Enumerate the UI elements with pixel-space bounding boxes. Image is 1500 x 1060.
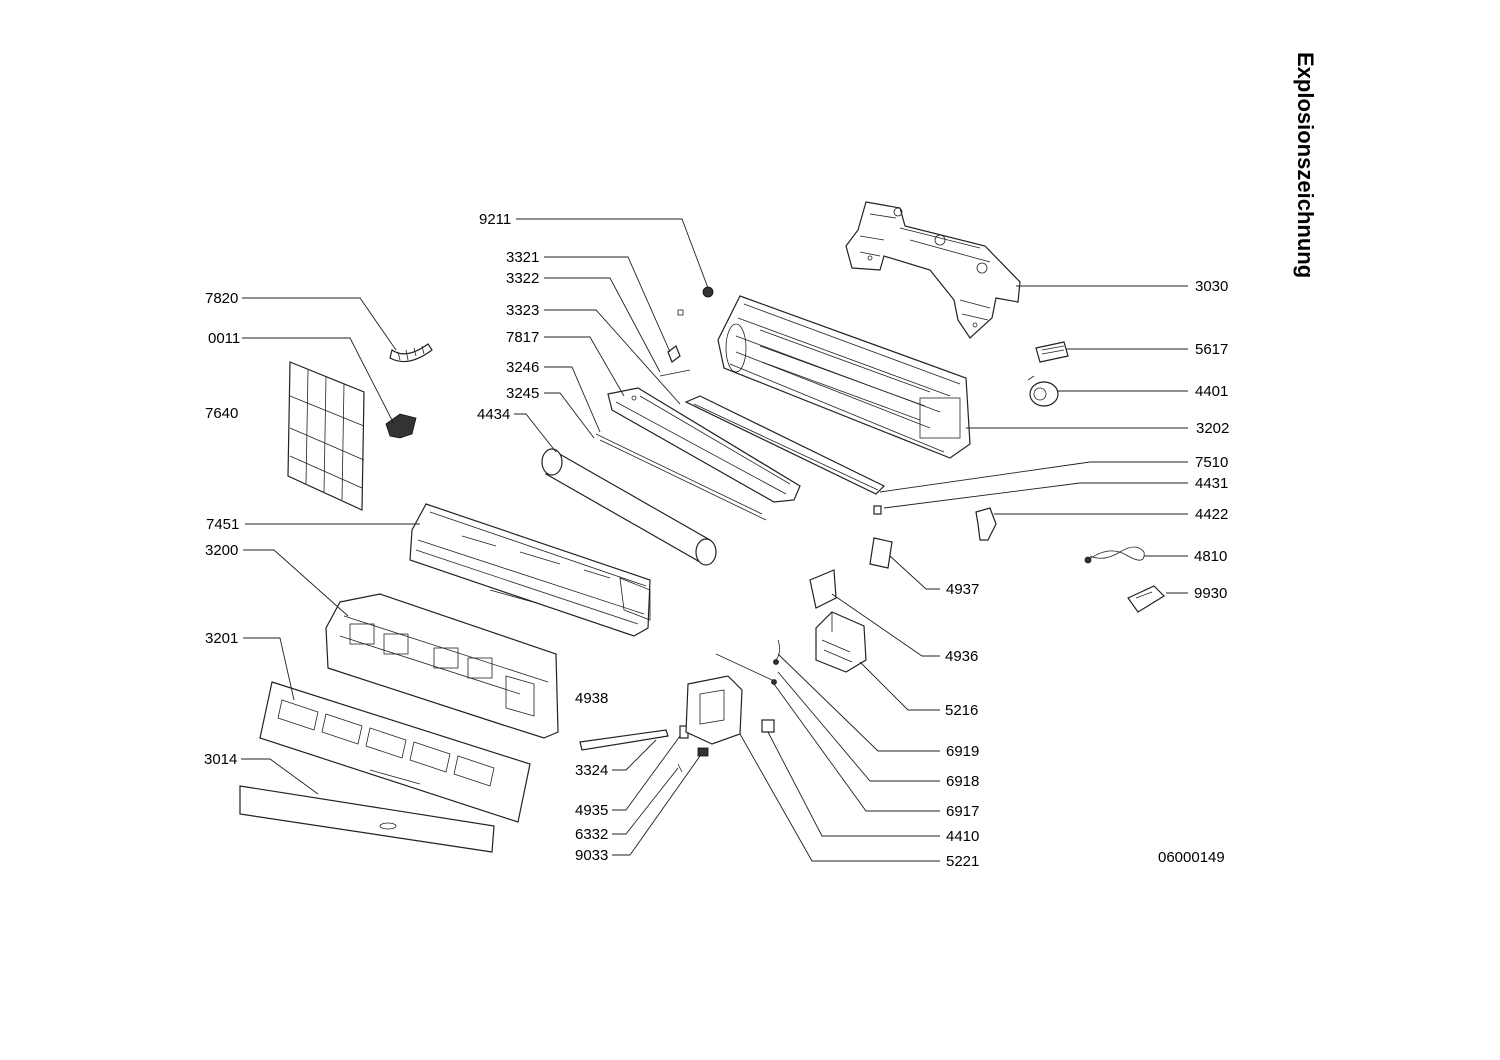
label-4401: 4401 xyxy=(1195,383,1228,400)
label-4938: 4938 xyxy=(575,690,608,707)
label-9033: 9033 xyxy=(575,847,608,864)
label-7451: 7451 xyxy=(206,516,239,533)
part-4410-block xyxy=(761,719,775,733)
label-4936: 4936 xyxy=(945,648,978,665)
label-4422: 4422 xyxy=(1195,506,1228,523)
label-9930: 9930 xyxy=(1194,585,1227,602)
leader-lines xyxy=(241,218,1188,862)
label-4431: 4431 xyxy=(1195,475,1228,492)
part-7817-drain-pan xyxy=(607,387,801,503)
label-0011: 0011 xyxy=(208,330,240,347)
part-3200-front-frame xyxy=(325,593,559,739)
label-5221: 5221 xyxy=(946,853,979,870)
part-3321-clip xyxy=(659,345,691,377)
label-3323: 3323 xyxy=(506,302,539,319)
label-9211: 9211 xyxy=(479,211,511,228)
label-6917: 6917 xyxy=(946,803,979,820)
part-6919-sensor xyxy=(773,639,780,665)
part-7820-hose xyxy=(389,343,433,363)
part-3030-mounting-plate xyxy=(845,201,1021,339)
label-6332: 6332 xyxy=(575,826,608,843)
heading-text: Explosionszeichnung xyxy=(1293,52,1318,279)
label-7820: 7820 xyxy=(205,290,238,307)
part-4810-power-cord xyxy=(1084,546,1145,564)
label-3245: 3245 xyxy=(506,385,539,402)
label-3201: 3201 xyxy=(205,630,238,647)
label-6919: 6919 xyxy=(946,743,979,760)
part-labels: 9211 3321 3322 3323 7817 3246 3245 4434 … xyxy=(204,211,1229,870)
part-5617-pcb xyxy=(1035,341,1069,363)
label-3202: 3202 xyxy=(1196,420,1229,437)
part-9211-nut xyxy=(677,286,714,316)
part-3202-chassis xyxy=(717,295,971,459)
label-5216: 5216 xyxy=(945,702,978,719)
label-3030: 3030 xyxy=(1195,278,1228,295)
label-7510: 7510 xyxy=(1195,454,1228,471)
part-9033-connector xyxy=(697,747,709,757)
part-5221-control-box xyxy=(685,675,743,745)
part-4401-fan-motor xyxy=(1027,375,1059,407)
part-7640-air-filter xyxy=(287,361,365,511)
part-3324-strip xyxy=(579,729,669,751)
label-4434: 4434 xyxy=(477,406,510,423)
label-6918: 6918 xyxy=(946,773,979,790)
part-7451-evaporator xyxy=(409,503,651,637)
diagram-heading: Explosionszeichnung xyxy=(1293,52,1320,322)
label-7640: 7640 xyxy=(205,405,238,422)
label-4937: 4937 xyxy=(946,581,979,598)
label-4410: 4410 xyxy=(946,828,979,845)
part-3014-trim-strip xyxy=(239,785,495,853)
label-4810: 4810 xyxy=(1194,548,1227,565)
part-4422-clamp xyxy=(975,507,997,541)
label-5617: 5617 xyxy=(1195,341,1228,358)
part-4431-cap xyxy=(873,505,882,515)
part-6917-sensor xyxy=(715,653,777,685)
part-4434-crossflow-fan xyxy=(541,448,717,566)
part-3201-front-panel xyxy=(259,681,531,823)
part-4936-cover xyxy=(809,569,837,609)
label-3246: 3246 xyxy=(506,359,539,376)
label-4935: 4935 xyxy=(575,802,608,819)
label-3321: 3321 xyxy=(506,249,539,266)
part-0011-bracket xyxy=(385,413,417,439)
label-3322: 3322 xyxy=(506,270,539,287)
part-5216-electrical-box xyxy=(815,611,867,673)
document-number: 06000149 xyxy=(1158,849,1225,866)
part-9930-remote-control xyxy=(1127,585,1165,613)
label-7817: 7817 xyxy=(506,329,539,346)
label-3324: 3324 xyxy=(575,762,608,779)
label-3014: 3014 xyxy=(204,751,237,768)
part-3246-rod xyxy=(595,433,767,521)
label-3200: 3200 xyxy=(205,542,238,559)
part-7510-louver xyxy=(684,395,886,495)
part-4937-sheet xyxy=(869,537,893,569)
part-6332-pin xyxy=(677,763,683,773)
